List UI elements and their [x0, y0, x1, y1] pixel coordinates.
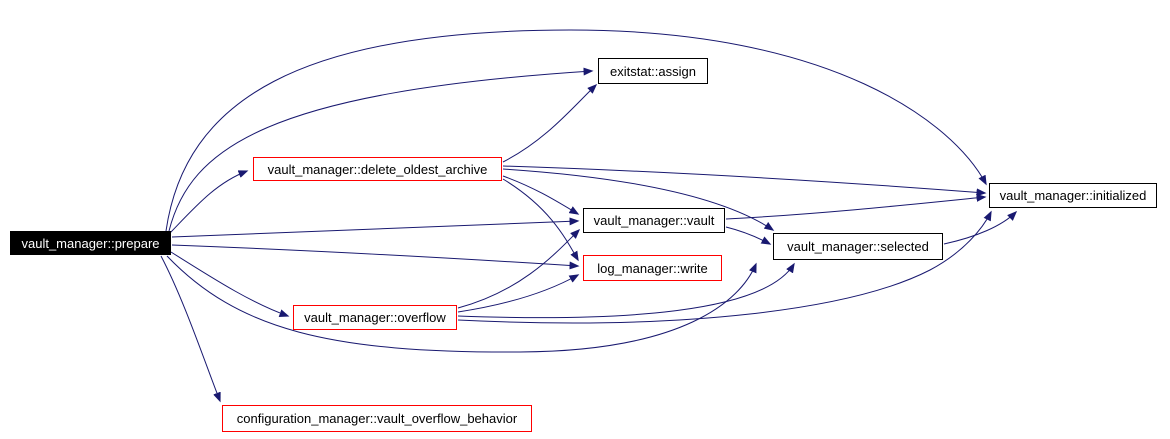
- edge-prepare-to-assign: [168, 67, 594, 232]
- edge-prepare-to-write: [171, 244, 580, 270]
- edge-overflow-to-write: [457, 274, 580, 313]
- edge-prepare-to-vault_overflow_behavior: [160, 255, 221, 403]
- edge-overflow-to-initialized: [457, 210, 992, 324]
- edge-prepare-to-delete_oldest_archive: [169, 170, 249, 234]
- node-configuration-manager-vault-overflow-behavior[interactable]: configuration_manager::vault_overflow_be…: [222, 405, 532, 432]
- node-vault-manager-selected[interactable]: vault_manager::selected: [773, 233, 943, 260]
- edge-delete_oldest_archive-to-write: [502, 178, 579, 262]
- edge-selected-to-initialized: [943, 210, 1018, 245]
- edge-prepare-to-initialized: [165, 29, 987, 232]
- node-vault-manager-delete-oldest-archive[interactable]: vault_manager::delete_oldest_archive: [253, 157, 502, 181]
- node-vault-manager-vault[interactable]: vault_manager::vault: [583, 208, 725, 233]
- edge-overflow-to-selected: [457, 262, 795, 319]
- edge-vault-to-initialized: [725, 193, 987, 220]
- node-vault-manager-prepare[interactable]: vault_manager::prepare: [10, 231, 171, 255]
- node-exitstat-assign[interactable]: exitstat::assign: [598, 58, 708, 84]
- edge-prepare-to-overflow: [170, 251, 290, 317]
- node-vault-manager-initialized[interactable]: vault_manager::initialized: [989, 183, 1157, 208]
- node-vault-manager-overflow[interactable]: vault_manager::overflow: [293, 305, 457, 330]
- edge-delete_oldest_archive-to-assign: [502, 83, 598, 163]
- edge-delete_oldest_archive-to-initialized: [502, 165, 987, 197]
- node-log-manager-write[interactable]: log_manager::write: [583, 255, 722, 281]
- edge-delete_oldest_archive-to-vault: [502, 175, 580, 215]
- edge-prepare-to-selected: [166, 255, 757, 353]
- edge-overflow-to-vault: [457, 228, 581, 309]
- edge-vault-to-selected: [725, 226, 772, 245]
- edge-prepare-to-vault: [171, 217, 580, 238]
